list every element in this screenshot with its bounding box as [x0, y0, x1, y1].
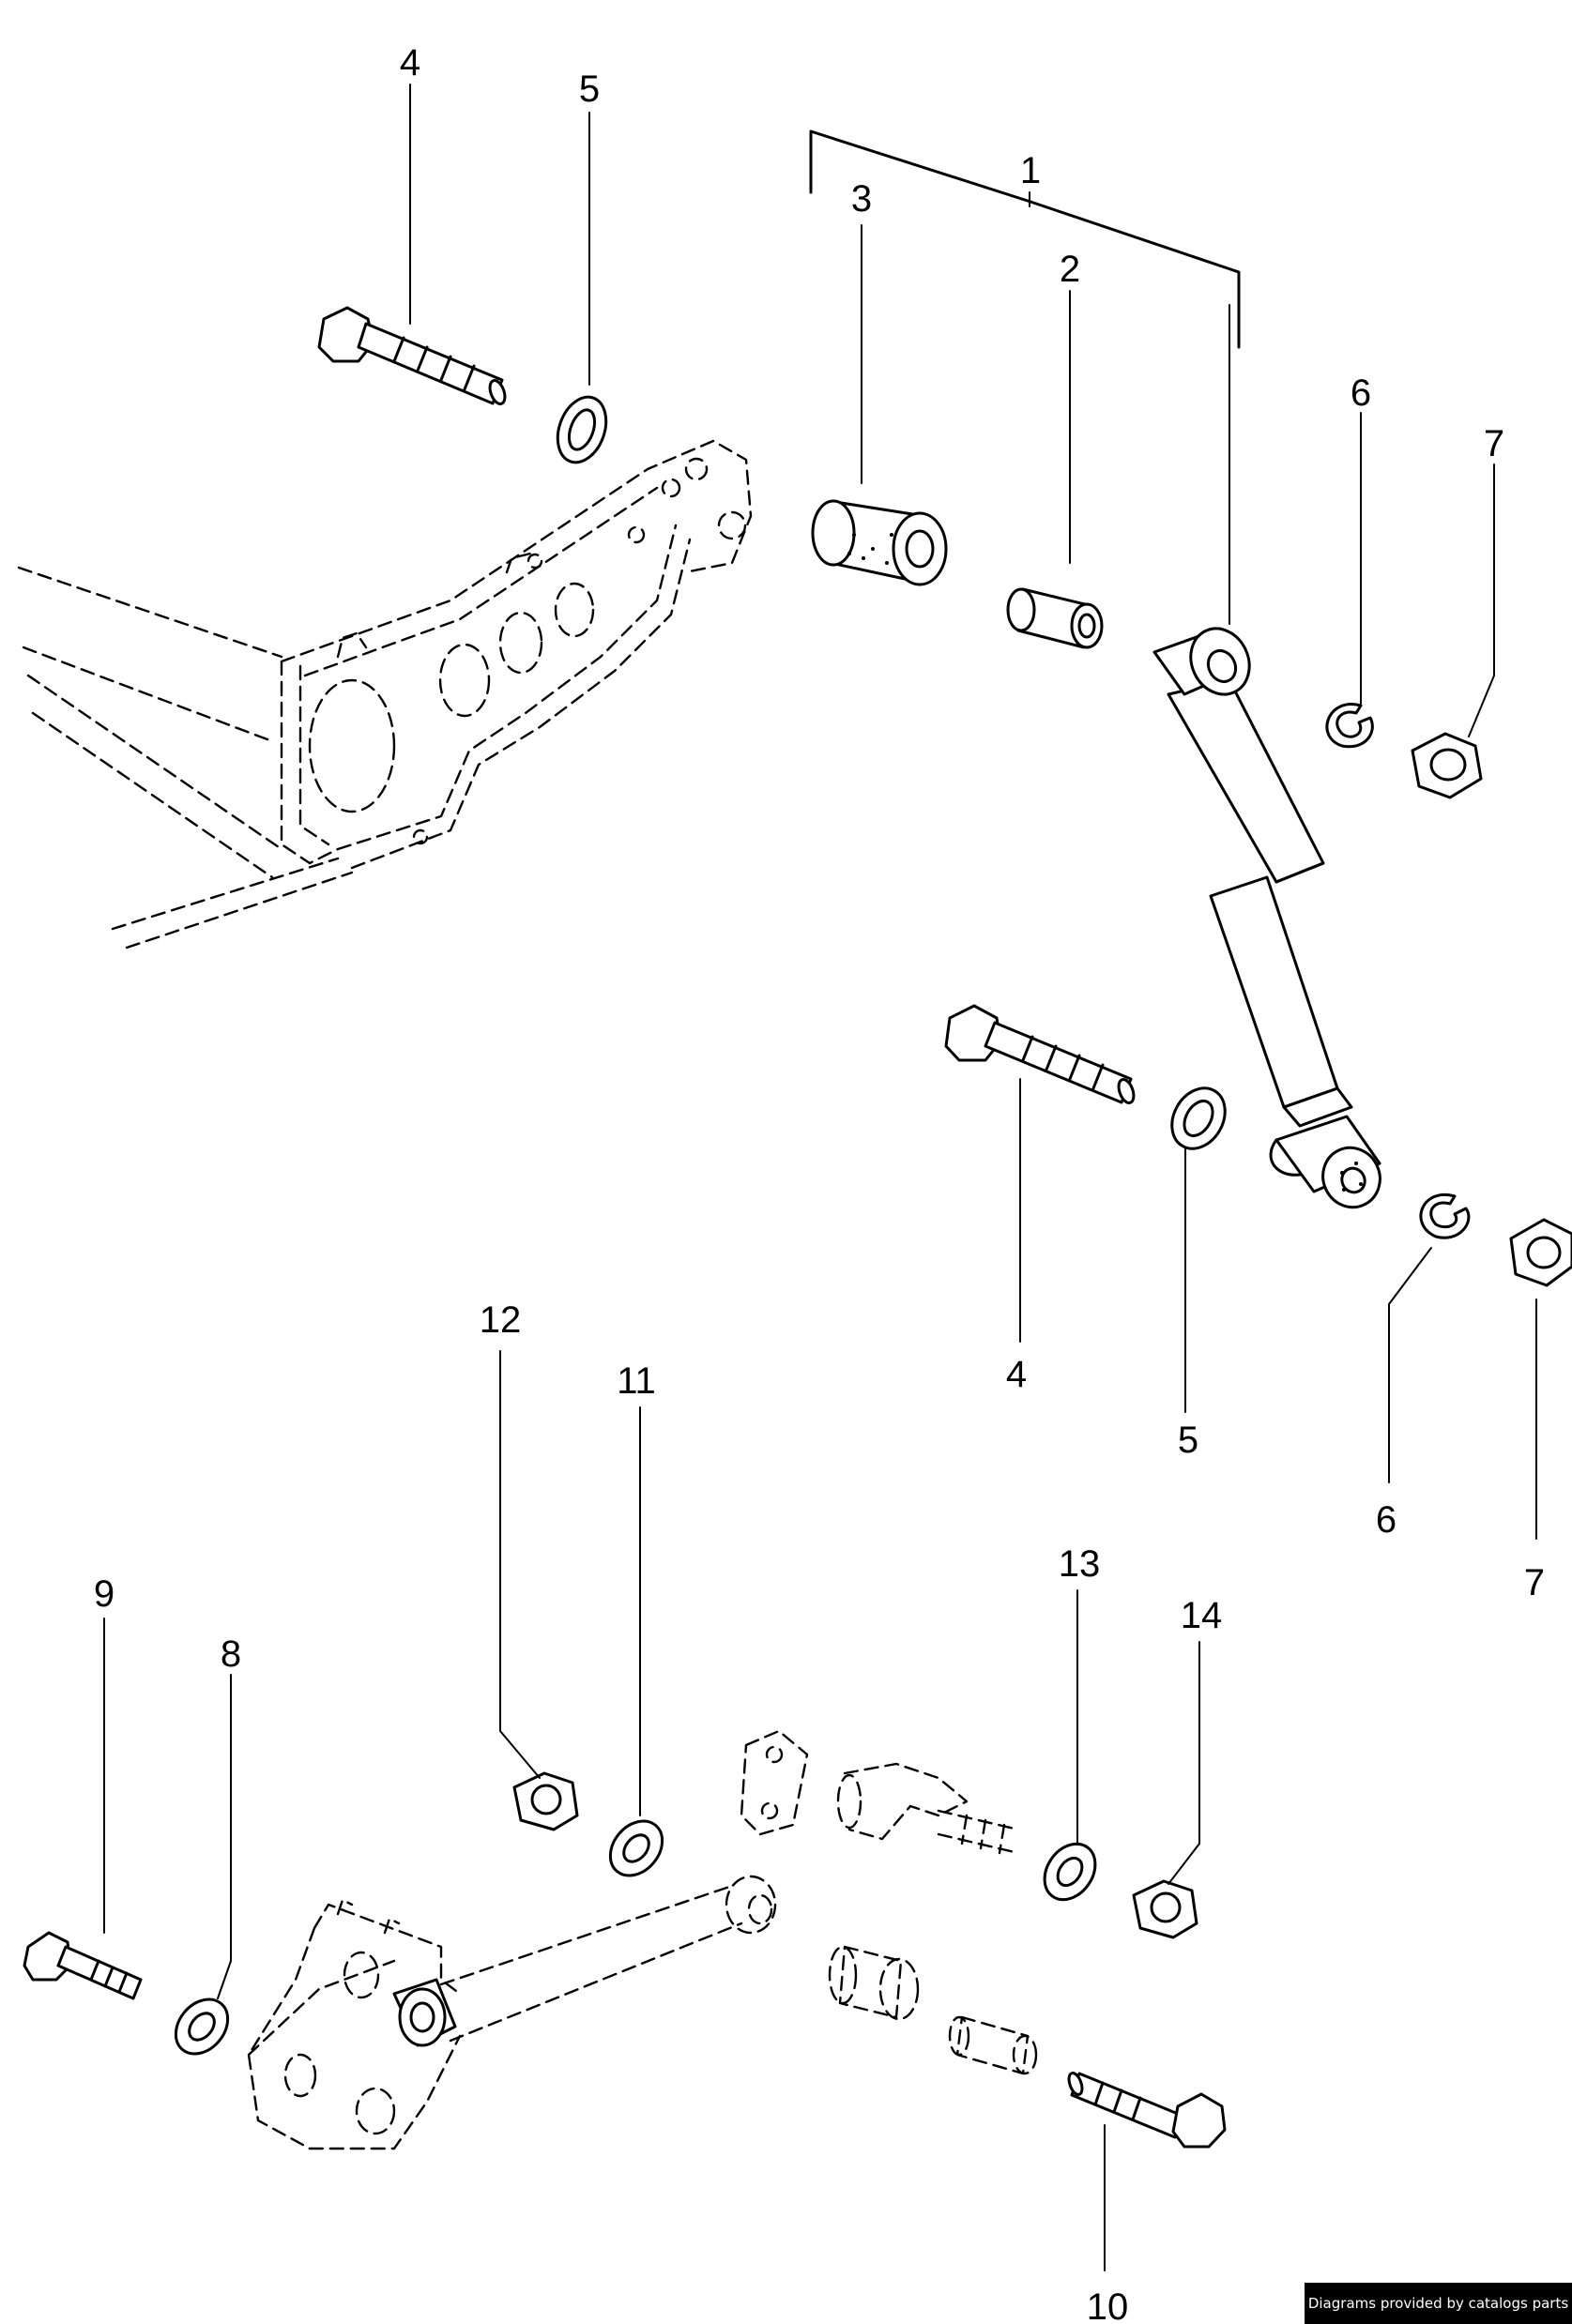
callout-11: 11: [617, 1360, 656, 1402]
callout-7-top: 7: [1484, 423, 1504, 464]
callout-labels: 1 2 3 4 5 6 7 4 5 6 7 8 9 10 11 12 13 14: [94, 42, 1545, 2324]
callout-10: 10: [1087, 2286, 1129, 2324]
leader-lines: [103, 84, 1537, 2271]
nut-lower: [1509, 1218, 1572, 1287]
rubber-bushing: [811, 499, 948, 586]
credit-banner: Diagrams provided by catalogs parts: [1305, 2283, 1572, 2324]
metal-sleeve: [1006, 587, 1104, 649]
lock-washer-upper: [1325, 703, 1374, 749]
body-frame-outline: [17, 439, 753, 949]
callout-12: 12: [480, 1299, 522, 1341]
lower-sleeve: [948, 2015, 1038, 2075]
shock-absorber: [1152, 627, 1381, 1209]
callout-7-mid: 7: [1524, 1562, 1545, 1603]
callout-8: 8: [221, 1633, 241, 1675]
washer-8: [174, 1997, 230, 2056]
nut-14: [1132, 1879, 1198, 1939]
callout-14: 14: [1181, 1595, 1223, 1636]
washer-11: [608, 1819, 664, 1877]
trailing-arm-bracket: [247, 1875, 777, 2150]
callout-1: 1: [1020, 150, 1041, 191]
stabilizer-link: [740, 1729, 1020, 1855]
bolt-lower: [944, 1004, 1136, 1104]
callout-4-mid: 4: [1006, 1354, 1027, 1395]
callout-5-mid: 5: [1178, 1420, 1198, 1461]
washer-13: [1043, 1842, 1097, 1902]
washer-upper: [556, 395, 608, 464]
callout-9: 9: [94, 1573, 114, 1615]
callout-6-mid: 6: [1376, 1499, 1396, 1541]
bolt-10: [1067, 2072, 1227, 2149]
washer-lower: [1170, 1086, 1227, 1150]
callout-2: 2: [1060, 249, 1080, 290]
callout-13: 13: [1059, 1543, 1101, 1585]
lock-washer-lower: [1419, 1192, 1471, 1239]
lower-bushing: [828, 1945, 920, 2021]
callout-6-top: 6: [1351, 372, 1371, 414]
callout-3: 3: [851, 178, 872, 220]
nut-12: [512, 1771, 579, 1831]
nut-upper: [1411, 732, 1483, 799]
bolt-upper: [317, 306, 507, 405]
callout-4-top: 4: [400, 42, 420, 84]
callout-5-top: 5: [579, 68, 600, 110]
bolt-9: [23, 1931, 143, 2000]
